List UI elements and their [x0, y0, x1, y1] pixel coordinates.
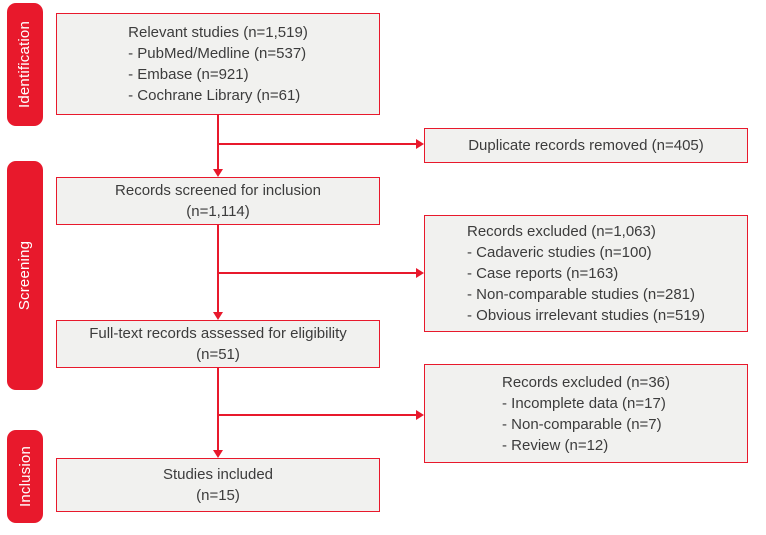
- connector-line-to-duplicates-removed: [218, 143, 416, 145]
- connector-line-identification-to-screening: [217, 115, 219, 169]
- box-relevant-studies-item: - Embase (n=921): [128, 66, 249, 83]
- connector-line-to-excluded-screening: [218, 272, 416, 274]
- arrow-down-icon: [213, 312, 223, 320]
- box-relevant-studies-item: - Cochrane Library (n=61): [128, 87, 301, 104]
- box-relevant-studies: Relevant studies (n=1,519) - PubMed/Medl…: [56, 13, 380, 115]
- box-relevant-studies-item: - PubMed/Medline (n=537): [128, 45, 307, 62]
- box-records-screened-line1: Records screened for inclusion: [115, 182, 321, 199]
- box-records-excluded-screening-item: - Non-comparable studies (n=281): [466, 286, 696, 303]
- box-records-excluded-screening-item: - Case reports (n=163): [466, 265, 619, 282]
- connector-line-screened-to-fulltext: [217, 225, 219, 312]
- box-records-excluded-screening-item: - Obvious irrelevant studies (n=519): [466, 307, 706, 324]
- box-fulltext-assessed-line2: (n=51): [196, 346, 240, 363]
- box-records-excluded-eligibility-item: - Review (n=12): [501, 436, 609, 454]
- box-studies-included-line1: Studies included: [162, 466, 274, 483]
- arrow-right-icon: [416, 410, 424, 420]
- box-relevant-studies-title: Relevant studies (n=1,519): [128, 24, 308, 41]
- box-duplicates-removed-title: Duplicate records removed (n=405): [468, 137, 704, 154]
- box-records-excluded-eligibility-title: Records excluded (n=36): [501, 373, 670, 391]
- connector-line-to-excluded-eligibility: [218, 414, 416, 416]
- box-records-excluded-screening: Records excluded (n=1,063) - Cadaveric s…: [424, 215, 748, 332]
- box-records-excluded-screening-title: Records excluded (n=1,063): [466, 223, 656, 240]
- box-records-excluded-eligibility-item: - Incomplete data (n=17): [501, 394, 666, 412]
- phase-bar-screening: Screening: [7, 161, 43, 390]
- phase-bar-inclusion: Inclusion: [7, 430, 43, 523]
- arrow-down-icon: [213, 169, 223, 177]
- box-fulltext-assessed-line1: Full-text records assessed for eligibili…: [89, 325, 347, 342]
- connector-line-fulltext-to-included: [217, 368, 219, 450]
- box-duplicates-removed: Duplicate records removed (n=405): [424, 128, 748, 163]
- arrow-right-icon: [416, 268, 424, 278]
- box-records-excluded-eligibility: Records excluded (n=36) - Incomplete dat…: [424, 364, 748, 463]
- box-studies-included-line2: (n=15): [196, 487, 240, 504]
- box-records-screened: Records screened for inclusion (n=1,114): [56, 177, 380, 225]
- phase-label-inclusion: Inclusion: [16, 445, 34, 508]
- arrow-down-icon: [213, 450, 223, 458]
- box-records-screened-line2: (n=1,114): [186, 203, 250, 220]
- box-studies-included: Studies included (n=15): [56, 458, 380, 512]
- phase-bar-identification: Identification: [7, 3, 43, 126]
- box-records-excluded-screening-item: - Cadaveric studies (n=100): [466, 244, 652, 261]
- phase-label-screening: Screening: [16, 240, 34, 311]
- box-records-excluded-eligibility-item: - Non-comparable (n=7): [501, 415, 662, 433]
- arrow-right-icon: [416, 139, 424, 149]
- phase-label-identification: Identification: [16, 20, 34, 109]
- box-fulltext-assessed: Full-text records assessed for eligibili…: [56, 320, 380, 368]
